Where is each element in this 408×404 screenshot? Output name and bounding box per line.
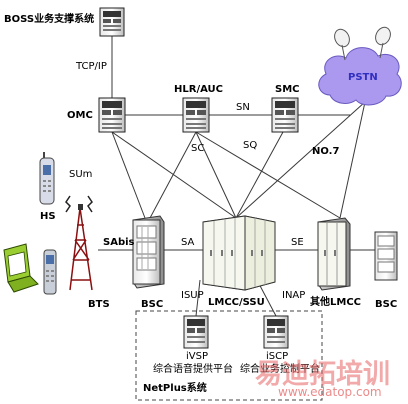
bsc-left-cabinet-icon bbox=[132, 215, 165, 289]
mobile-phone-icon bbox=[43, 249, 57, 295]
sc-label: SC bbox=[191, 143, 205, 154]
iscp-label: iSCP bbox=[266, 351, 289, 362]
iscp-desc-label: 综合业务控制平台 bbox=[240, 364, 320, 375]
hlr-auc-server-icon bbox=[182, 97, 210, 133]
watermark-url: www.edatop.com bbox=[278, 385, 382, 399]
tcpip-label: TCP/IP bbox=[76, 61, 107, 72]
omc-server-icon bbox=[98, 97, 126, 133]
smc-server-icon bbox=[271, 97, 299, 133]
sq-label: SQ bbox=[243, 140, 258, 151]
netplus-boundary bbox=[135, 310, 323, 401]
ivsp-label: iVSP bbox=[186, 351, 208, 362]
no7-label: NO.7 bbox=[312, 146, 340, 157]
bsc-right-label: BSC bbox=[375, 299, 398, 310]
bsc-right-cabinet-icon bbox=[374, 231, 398, 281]
hs-label: HS bbox=[40, 211, 56, 222]
pstn-label: PSTN bbox=[348, 72, 378, 83]
handset-icon bbox=[39, 152, 55, 205]
bts-label: BTS bbox=[88, 299, 110, 310]
lmcc-ssu-cabinet-icon bbox=[202, 215, 276, 291]
sa-label: SA bbox=[181, 237, 195, 248]
sabis-label: SAbis bbox=[103, 237, 135, 248]
other-lmcc-label: 其他LMCC bbox=[310, 297, 362, 308]
omc-label: OMC bbox=[67, 110, 93, 121]
ivsp-desc-label: 综合语音提供平台 bbox=[153, 364, 233, 375]
connection-lines bbox=[98, 32, 375, 317]
laptop-icon bbox=[3, 243, 39, 293]
watermark-title: 易迪拓培训 bbox=[255, 359, 390, 390]
smc-label: SMC bbox=[275, 84, 300, 95]
isup-label: ISUP bbox=[181, 290, 204, 301]
boss-server-icon bbox=[99, 7, 125, 37]
sn-label: SN bbox=[236, 102, 250, 113]
ivsp-server-icon bbox=[183, 315, 209, 349]
bsc-left-label: BSC bbox=[141, 299, 164, 310]
other-lmcc-cabinet-icon bbox=[317, 217, 351, 291]
se-label: SE bbox=[291, 237, 304, 248]
netplus-label: NetPlus系统 bbox=[143, 383, 207, 394]
inap-label: INAP bbox=[282, 290, 306, 301]
lmcc-ssu-label: LMCC/SSU bbox=[208, 297, 265, 308]
bts-tower-icon bbox=[65, 195, 93, 291]
boss-label: BOSS业务支撑系统 bbox=[4, 14, 95, 25]
sum-label: SUm bbox=[69, 169, 93, 180]
pstn-cloud-shape bbox=[318, 26, 402, 106]
hlr-auc-label: HLR/AUC bbox=[174, 84, 223, 95]
iscp-server-icon bbox=[263, 315, 289, 349]
